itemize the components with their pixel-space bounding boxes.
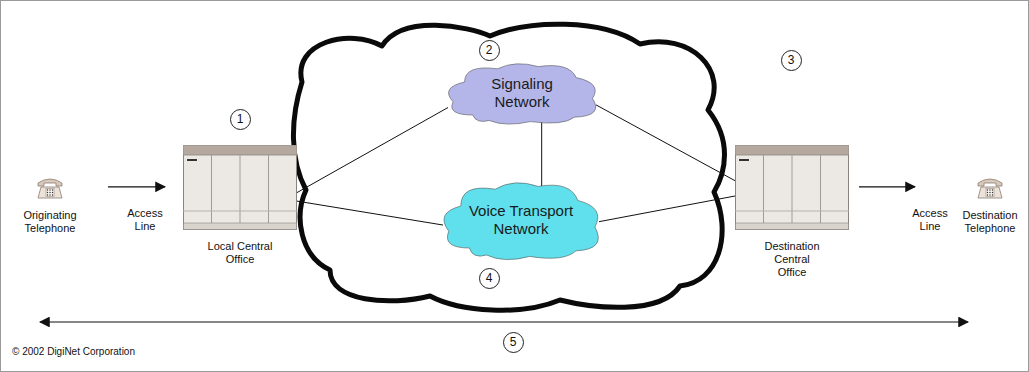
network-cloud: Voice Transport Network	[435, 178, 607, 262]
telephone-icon	[975, 175, 1005, 199]
access-arrow	[108, 186, 165, 187]
edge-label: Access Line	[123, 207, 167, 233]
telephone-icon	[35, 175, 65, 199]
switch-cabinet	[735, 145, 849, 230]
trunk-line	[596, 105, 735, 181]
central-office: Destination Central Office	[735, 145, 849, 279]
trunk-line	[297, 108, 448, 193]
node-label: Originating Telephone	[15, 209, 85, 235]
central-office: Local Central Office	[183, 145, 297, 266]
callout-number: 2	[479, 40, 500, 61]
callout-number: 3	[781, 50, 802, 71]
callout-number: 5	[503, 332, 524, 353]
trunk-line	[297, 201, 443, 225]
network-cloud: Signaling Network	[440, 60, 604, 126]
edge-label: Access Line	[908, 207, 952, 233]
trunk-line	[599, 196, 735, 222]
copyright-note: © 2002 DigiNet Corporation	[12, 346, 135, 358]
node-label: Destination Telephone	[959, 209, 1021, 235]
callout-number: 4	[479, 268, 500, 289]
cloud-label: Signaling Network	[465, 75, 579, 111]
trunk-line	[541, 118, 542, 186]
cloud-label: Voice Transport Network	[460, 202, 582, 238]
node-label: Local Central Office	[202, 240, 278, 266]
network-cloud	[293, 24, 724, 310]
end-to-end-arrow	[40, 321, 968, 322]
switch-cabinet	[183, 145, 297, 230]
telephone: Destination Telephone	[959, 175, 1021, 235]
telephone: Originating Telephone	[15, 175, 85, 235]
access-arrow	[859, 186, 915, 187]
node-label: Destination Central Office	[761, 240, 823, 279]
callout-number: 1	[230, 109, 251, 130]
